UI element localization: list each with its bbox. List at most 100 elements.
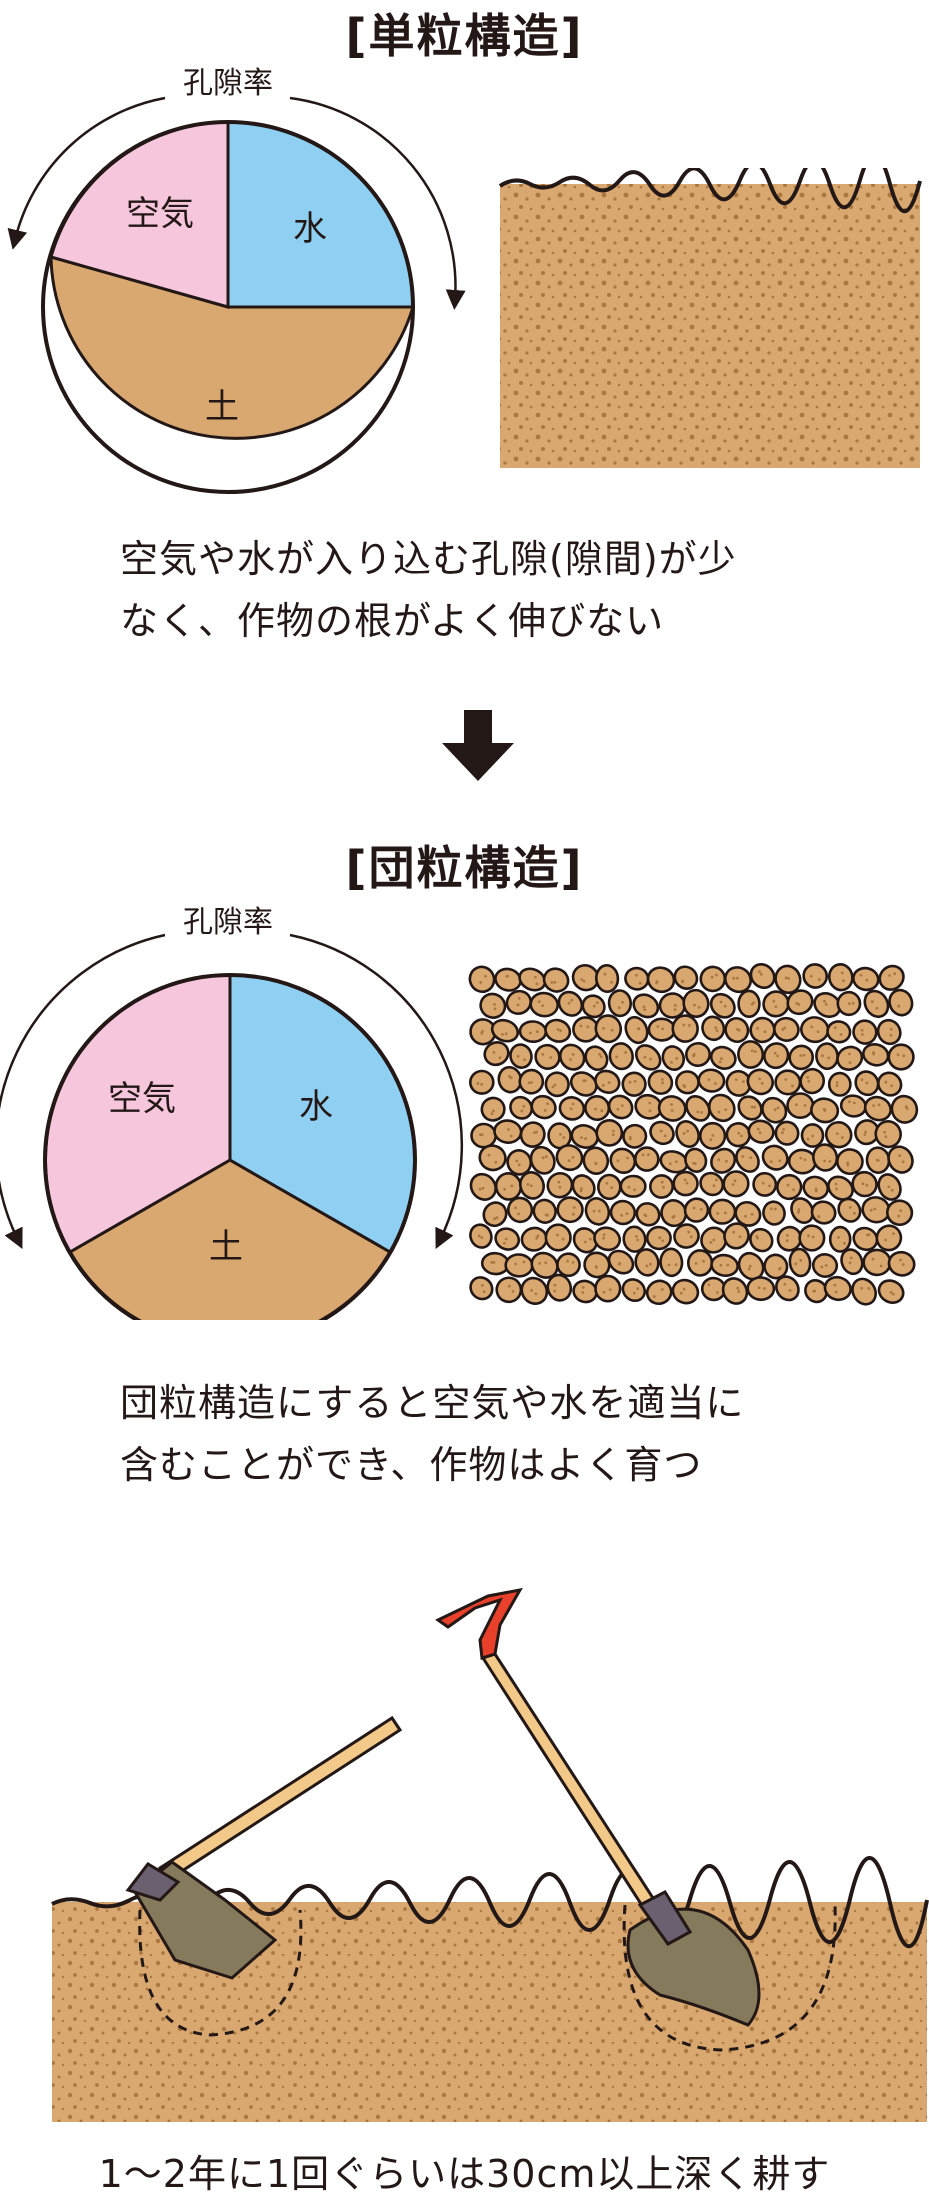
air-label: 空気 (126, 194, 194, 234)
soil-crumb (810, 1097, 840, 1124)
soil-crumb (788, 1247, 812, 1278)
soil-crumb (852, 1226, 879, 1252)
soil-crumb (708, 1198, 737, 1225)
soil-crumb (622, 1123, 648, 1149)
aggregate-caption-line-1: 団粒構造にすると空気や水を適当に (120, 1381, 745, 1425)
soil-crumb (788, 1044, 815, 1071)
soil-crumb (647, 1017, 676, 1042)
soil-crumb (862, 1043, 890, 1067)
soil-crumb (532, 1198, 557, 1224)
porosity-arc-left (7, 96, 166, 250)
soil-crumb (622, 1225, 647, 1253)
soil-crumb (556, 1196, 584, 1224)
soil-crumb (646, 966, 676, 994)
soil-crumb (493, 1119, 523, 1144)
porosity-arc-left (0, 933, 166, 1249)
soil-crumb (544, 1223, 572, 1252)
soil-crumb (470, 1122, 497, 1149)
soil-crumb (594, 964, 620, 993)
soil-crumb (608, 1042, 634, 1071)
soil-crumb (854, 1070, 880, 1097)
soil-crumb (569, 1071, 598, 1097)
soil-crumb (661, 1045, 686, 1072)
soil-crumb (518, 1068, 545, 1095)
soil-crumb (632, 993, 660, 1019)
soil-crumb (699, 965, 727, 993)
soil-crumb (887, 1145, 914, 1174)
aggregate-caption-line-2: 含むことができ、作物はよく育つ (120, 1443, 703, 1487)
soil-crumb (544, 1071, 570, 1098)
soil-crumb (645, 1225, 672, 1251)
soil-crumb (659, 1247, 684, 1278)
soil-crumb (877, 1071, 903, 1097)
soil-crumb (875, 1224, 903, 1252)
soil-crumb (761, 1144, 789, 1171)
soil-crumb (775, 1275, 800, 1302)
soil-crumb (887, 1250, 916, 1277)
arrow-down-icon (442, 710, 514, 781)
soil-crumb (675, 1120, 700, 1148)
soil-crumb (749, 962, 776, 990)
single-grain-caption-line-1: 空気や水が入り込む孔隙(隙間)が少 (120, 537, 737, 581)
hoe-icon (125, 1715, 403, 2037)
soil-crumb (701, 1015, 726, 1042)
porosity-label: 孔隙率 (183, 66, 273, 101)
soil-crumb (878, 964, 905, 991)
soil-crumb (725, 1122, 751, 1148)
soil-crumb (673, 1223, 700, 1249)
soil-crumb (749, 1227, 774, 1253)
soil-crumb (735, 1146, 760, 1173)
soil-crumb (494, 1227, 521, 1251)
soil-crumb (887, 1043, 915, 1071)
soil-crumb (520, 1276, 549, 1305)
soil-crumb (468, 965, 496, 994)
aggregate-title: [団粒構造] (345, 841, 584, 895)
soil-crumb (571, 1174, 596, 1200)
soil-crumb (721, 1277, 749, 1305)
soil-crumb (649, 1120, 675, 1146)
soil-crumb (634, 1146, 660, 1172)
soil-crumb (737, 1095, 763, 1121)
soil-crumb (804, 1279, 828, 1304)
soil-crumb (786, 989, 814, 1016)
soil-crumb (839, 1094, 867, 1118)
soil-crumb (647, 1069, 674, 1095)
soil-crumb (607, 1249, 635, 1275)
soil-crumb (888, 988, 914, 1017)
soil-crumb (723, 966, 753, 994)
soil-crumb (774, 1069, 802, 1096)
soil-crumb (800, 1016, 830, 1044)
soil-crumb (584, 1095, 611, 1121)
soil-crumb (673, 965, 699, 990)
soil-slice (49, 255, 416, 440)
single-grain-pie-chart: 孔隙率 空気 水 土 (7, 66, 466, 494)
soil-crumb (624, 1015, 649, 1045)
soil-crumb (596, 1173, 622, 1201)
soil-crumb (709, 992, 736, 1019)
soil-crumb (886, 1199, 914, 1227)
soil-crumb (827, 963, 854, 992)
soil-crumb (509, 1043, 533, 1069)
soil-crumb (890, 1094, 919, 1124)
soil-crumb (634, 1093, 663, 1120)
soil-crumb (609, 1147, 637, 1175)
soil-crumb (581, 994, 606, 1019)
aggregate-pie-chart: 孔隙率 空気 水 土 (0, 905, 464, 1320)
soil-crumb (773, 1016, 800, 1042)
soil-crumb (530, 1251, 559, 1279)
porosity-arc-right (289, 96, 466, 310)
soil-crumb (520, 1226, 548, 1252)
soil-crumb (763, 1042, 790, 1070)
aggregate-soil-block (468, 962, 919, 1306)
soil-crumb (645, 1279, 673, 1306)
soil-crumb (684, 1147, 708, 1173)
soil-crumb (851, 1277, 877, 1306)
soil-crumb (724, 1016, 750, 1044)
soil-crumb (707, 1093, 736, 1123)
soil-crumb (752, 1171, 778, 1197)
soil-crumb (530, 1094, 557, 1120)
soil-crumb (469, 1069, 495, 1095)
shovel-dig-zone (622, 1904, 837, 2052)
soil-crumb (862, 1248, 892, 1277)
soil-crumb (746, 1068, 774, 1096)
